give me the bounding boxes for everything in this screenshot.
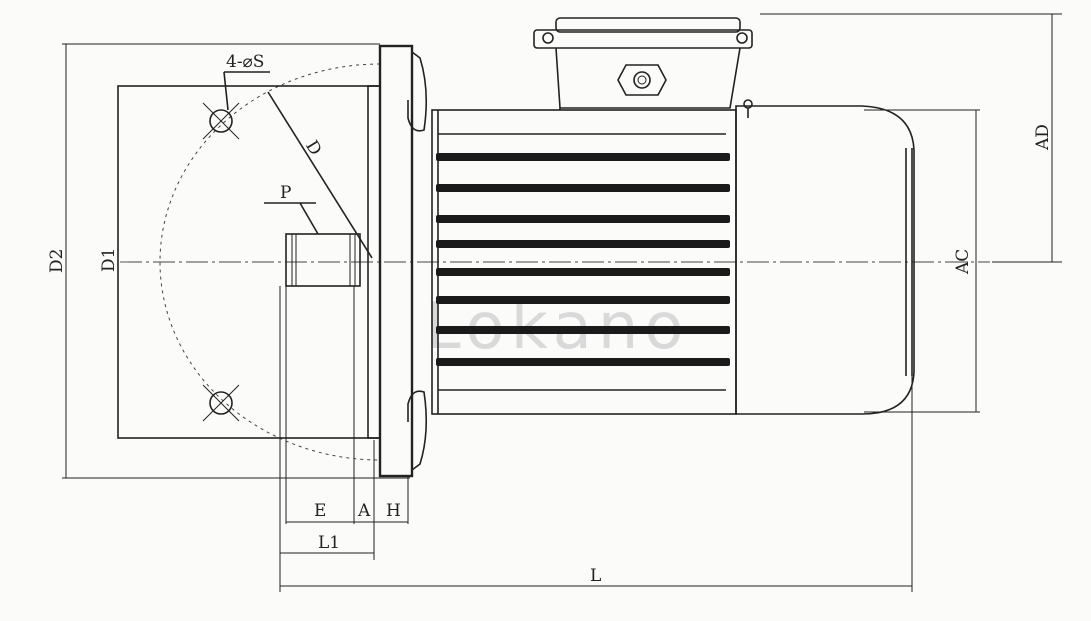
cooling-fin [436,184,730,192]
fan-cowl [735,99,915,415]
bolt-hole-bottom [202,384,240,422]
cooling-fins [436,153,730,366]
bolt-circle-arc [159,63,381,461]
flange-plate [378,44,414,478]
shaft-P-leader [299,202,319,235]
dim-label-AD: AD [1033,124,1053,151]
dim-label-D: D [301,137,325,159]
dim-label-D1: D1 [99,248,119,272]
holes-leader [223,71,229,111]
dim-label-D2: D2 [47,249,67,273]
flange-boss-bottom [407,390,428,471]
dim-label-A: A [357,501,371,521]
cable-gland-nut [617,64,667,96]
cooling-fin [436,268,730,276]
dim-label-E: E [314,501,326,521]
dim-label-L1: L1 [318,533,340,553]
cable-gland-icon [633,71,651,89]
flange-boss-top [407,51,428,132]
cooling-fin [436,358,730,366]
motor-shaft [285,233,361,287]
cooling-fin [436,326,730,334]
cooling-fin [436,215,730,223]
bolt-hole-top [202,102,240,140]
terminal-box [533,17,753,110]
dim-label-L: L [590,566,601,586]
dim-label-H: H [386,501,401,521]
diameter-D-leader [267,91,373,259]
cooling-fin [436,296,730,304]
cooling-fin [436,153,730,161]
dim-label-P: P [280,183,291,203]
dim-label-holes: 4-⌀S [226,52,264,72]
cooling-fin [436,240,730,248]
dim-label-AC: AC [953,249,973,275]
